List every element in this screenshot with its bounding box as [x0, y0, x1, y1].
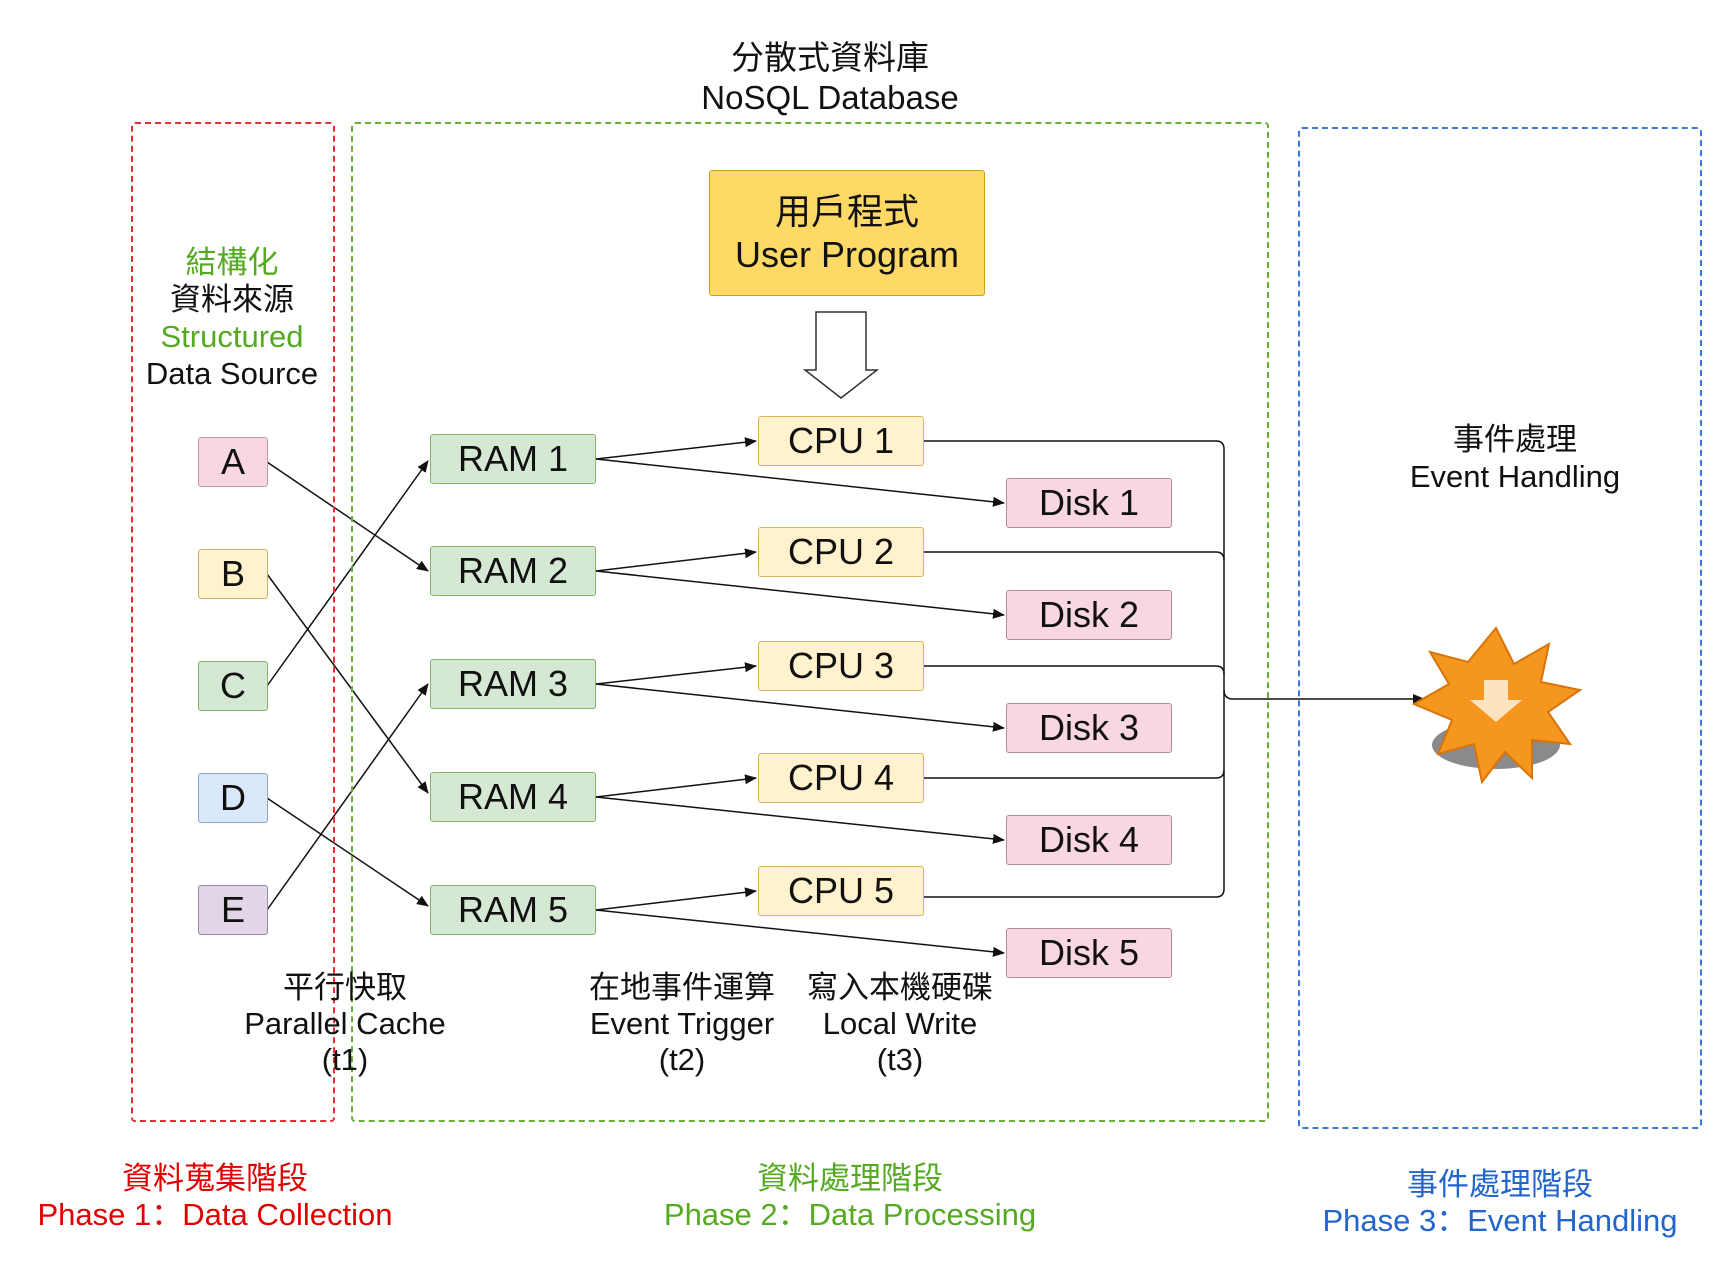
source-zh-structured: 結構化: [185, 245, 279, 280]
hollow-down-arrow-icon: [802, 311, 880, 399]
edge-cpu4-bus: [924, 769, 1225, 779]
edge-b-ram4: [266, 573, 429, 794]
cpu-2: CPU 2: [758, 527, 924, 577]
edge-cpu2-bus: [924, 551, 1225, 561]
source-zh-data: 資料來源: [170, 282, 294, 317]
edge-c-ram1: [266, 460, 429, 687]
disk-1: Disk 1: [1006, 478, 1172, 528]
event-handling-zh: 事件處理: [1453, 422, 1577, 457]
phase2-en: Phase 2：Data Processing: [663, 1197, 1037, 1232]
edge-cpu3-bus: [924, 665, 1225, 675]
event-handling-label: 事件處理 Event Handling: [1380, 421, 1650, 495]
edge-ram3-cpu3: [595, 662, 757, 685]
ram-5: RAM 5: [430, 885, 596, 935]
source-e: E: [198, 885, 268, 935]
user-program-zh: 用戶程式: [774, 191, 919, 232]
cpu-4: CPU 4: [758, 753, 924, 803]
event-burst-download-icon: [1411, 626, 1583, 785]
data-source-label: 結構化 資料來源 Structured Data Source: [132, 244, 332, 392]
phase2-region: [351, 122, 1269, 1122]
event-handling-en: Event Handling: [1409, 459, 1621, 494]
title-en: NoSQL Database: [701, 78, 959, 116]
edge-cpu1-bus: [924, 440, 1225, 898]
ram-2: RAM 2: [430, 546, 596, 596]
step-t3-zh: 寫入本機硬碟: [807, 970, 993, 1005]
step-t3-time: (t3): [876, 1042, 924, 1077]
phase3-region: [1298, 127, 1702, 1129]
phase1-en: Phase 1：Data Collection: [37, 1197, 393, 1232]
phase3-en: Phase 3：Event Handling: [1322, 1203, 1678, 1238]
edge-ram4-cpu4: [595, 774, 757, 798]
cpu-3: CPU 3: [758, 641, 924, 691]
ram-1: RAM 1: [430, 434, 596, 484]
phase2-label: 資料處理階段 Phase 2：Data Processing: [640, 1161, 1060, 1233]
edge-ram5-disk5: [595, 909, 1005, 957]
phase1-region: [131, 122, 335, 1122]
step-t2-label: 在地事件運算 Event Trigger (t2): [567, 970, 797, 1078]
step-t1-zh: 平行快取: [283, 970, 407, 1005]
title-zh: 分散式資料庫: [731, 39, 929, 76]
phase3-zh: 事件處理階段: [1407, 1167, 1593, 1202]
source-en-data: Data Source: [145, 356, 319, 391]
source-b: B: [198, 549, 268, 599]
edge-ram1-cpu1: [595, 437, 757, 460]
edge-bus-event: [1223, 689, 1425, 704]
phase1-zh: 資料蒐集階段: [122, 1161, 308, 1196]
disk-5: Disk 5: [1006, 928, 1172, 978]
disk-4: Disk 4: [1006, 815, 1172, 865]
ram-3: RAM 3: [430, 659, 596, 709]
phase1-label: 資料蒐集階段 Phase 1：Data Collection: [20, 1161, 410, 1233]
source-en-structured: Structured: [160, 319, 304, 354]
step-t2-time: (t2): [658, 1042, 706, 1077]
source-d: D: [198, 773, 268, 823]
edge-ram5-cpu5: [595, 887, 757, 911]
step-t1-en: Parallel Cache: [244, 1006, 446, 1041]
cpu-5: CPU 5: [758, 866, 924, 916]
step-t2-zh: 在地事件運算: [589, 970, 775, 1005]
source-c: C: [198, 661, 268, 711]
edge-ram3-disk3: [595, 683, 1005, 732]
edge-ram4-disk4: [595, 796, 1005, 844]
step-t3-en: Local Write: [822, 1006, 978, 1041]
phase3-label: 事件處理階段 Phase 3：Event Handling: [1300, 1167, 1700, 1239]
phase2-zh: 資料處理階段: [757, 1161, 943, 1196]
edge-ram2-disk2: [595, 570, 1005, 619]
edge-d-ram5: [266, 797, 429, 907]
source-a: A: [198, 437, 268, 487]
user-program-box: 用戶程式 User Program: [709, 170, 985, 296]
ram-4: RAM 4: [430, 772, 596, 822]
user-program-en: User Program: [734, 234, 960, 275]
disk-3: Disk 3: [1006, 703, 1172, 753]
step-t1-label: 平行快取 Parallel Cache (t1): [225, 970, 465, 1078]
step-t3-label: 寫入本機硬碟 Local Write (t3): [790, 970, 1010, 1078]
step-t1-time: (t1): [321, 1042, 369, 1077]
cpu-1: CPU 1: [758, 416, 924, 466]
edge-ram1-disk1: [595, 458, 1005, 507]
edge-e-ram3: [266, 683, 429, 911]
disk-2: Disk 2: [1006, 590, 1172, 640]
step-t2-en: Event Trigger: [589, 1006, 775, 1041]
edge-ram2-cpu2: [595, 548, 757, 572]
diagram-title: 分散式資料庫 NoSQL Database: [660, 38, 1000, 117]
edge-a-ram2: [266, 461, 429, 572]
